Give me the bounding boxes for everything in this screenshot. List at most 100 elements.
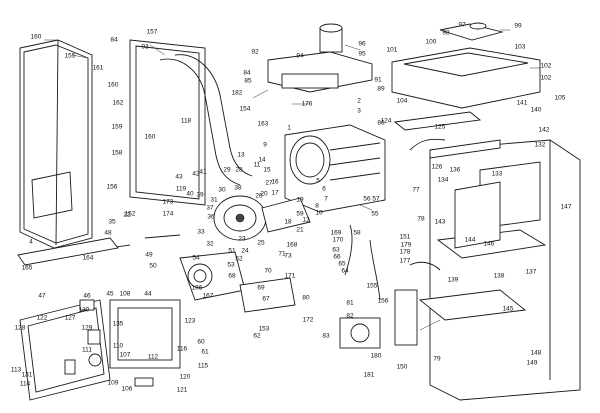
part-label: 81 — [346, 299, 354, 307]
part-label: 170 — [332, 236, 344, 244]
part-label: 116 — [176, 345, 188, 353]
part-label: 156 — [377, 297, 389, 305]
part-label: 147 — [560, 203, 572, 211]
diverter-valve — [339, 289, 418, 349]
part-label: 53 — [227, 261, 235, 269]
part-label: 31 — [210, 196, 218, 204]
part-label: 143 — [434, 218, 446, 226]
part-label: 35 — [108, 218, 116, 226]
part-label: 48 — [104, 229, 112, 237]
part-label: 9 — [263, 141, 267, 149]
part-label: 109 — [107, 379, 119, 387]
part-label: 156 — [106, 183, 118, 191]
part-label: 14 — [258, 156, 266, 164]
fan-assembly — [213, 195, 311, 241]
part-label: 97 — [458, 21, 466, 29]
part-label: 55 — [371, 210, 379, 218]
part-label: 95 — [358, 50, 366, 58]
part-label: 11 — [253, 161, 261, 169]
part-label: 57 — [372, 195, 380, 203]
part-label: 160 — [30, 33, 42, 41]
part-label: 102 — [540, 74, 552, 82]
part-label: 33 — [197, 228, 205, 236]
part-label: 16 — [271, 178, 279, 186]
part-label: 4 — [29, 238, 33, 246]
part-label: 157 — [146, 28, 158, 36]
part-label: 99 — [514, 22, 522, 30]
part-label: 25 — [257, 239, 265, 247]
part-label: 150 — [396, 363, 408, 371]
part-label: 163 — [257, 120, 269, 128]
part-label: 125 — [434, 123, 446, 131]
part-label: 153 — [258, 325, 270, 333]
part-label: 32 — [206, 240, 214, 248]
part-label: 80 — [302, 294, 310, 302]
part-label: 94 — [296, 52, 304, 60]
part-label: 71 — [278, 250, 286, 258]
part-label: 58 — [353, 229, 361, 237]
part-label: 167 — [202, 292, 214, 300]
part-label: 68 — [228, 272, 236, 280]
part-label: 146 — [483, 240, 495, 248]
part-label: 119 — [175, 185, 187, 193]
part-label: 138 — [493, 272, 505, 280]
part-label: 128 — [14, 324, 26, 332]
part-label: 162 — [112, 99, 124, 107]
leader-lines — [44, 29, 540, 331]
front-casing-panel — [19, 39, 93, 249]
part-label: 54 — [192, 254, 200, 262]
part-label: 110 — [112, 342, 124, 350]
part-label: 38 — [234, 184, 242, 192]
part-label: 78 — [417, 215, 425, 223]
part-label: 21 — [296, 226, 304, 234]
part-label: 62 — [253, 332, 261, 340]
part-label: 152 — [124, 210, 136, 218]
part-label: 98 — [442, 29, 450, 37]
part-label: 106 — [121, 385, 133, 393]
part-label: 121 — [176, 386, 188, 394]
part-label: 181 — [363, 371, 375, 379]
part-label: 179 — [400, 241, 412, 249]
part-label: 133 — [491, 170, 503, 178]
mounting-rail — [17, 237, 119, 266]
part-label: 107 — [119, 351, 131, 359]
part-label: 172 — [302, 316, 314, 324]
part-label: 148 — [530, 349, 542, 357]
part-label: 180 — [370, 352, 382, 360]
part-label: 129 — [81, 324, 93, 332]
part-label: 2 — [357, 97, 361, 105]
part-label: 182 — [231, 89, 243, 97]
part-label: 105 — [554, 94, 566, 102]
part-label: 155 — [64, 52, 76, 60]
support-rails — [393, 111, 501, 249]
part-label: 141 — [516, 99, 528, 107]
part-label: 7 — [324, 195, 328, 203]
part-label: 47 — [38, 292, 46, 300]
part-label: 52 — [235, 255, 243, 263]
part-label: 20 — [260, 190, 268, 198]
part-label: 140 — [530, 106, 542, 114]
part-label: 134 — [437, 176, 449, 184]
part-label: 168 — [286, 241, 298, 249]
part-label: 24 — [241, 247, 249, 255]
part-label: 151 — [399, 233, 411, 241]
part-label: 93 — [141, 43, 149, 51]
part-label: 160 — [107, 81, 119, 89]
part-label: 46 — [83, 292, 91, 300]
part-label: 82 — [346, 312, 354, 320]
part-label: 165 — [21, 264, 33, 272]
part-label: 49 — [145, 251, 153, 259]
part-label: 83 — [322, 332, 330, 340]
part-label: 85 — [244, 77, 252, 85]
part-label: 13 — [237, 151, 245, 159]
part-label: 45 — [106, 290, 114, 298]
part-label: 136 — [449, 166, 461, 174]
part-label: 174 — [162, 210, 174, 218]
part-label: 131 — [21, 371, 33, 379]
part-label: 17 — [271, 189, 279, 197]
part-label: 43 — [175, 173, 183, 181]
part-label: 101 — [386, 46, 398, 54]
part-label: 96 — [358, 40, 366, 48]
